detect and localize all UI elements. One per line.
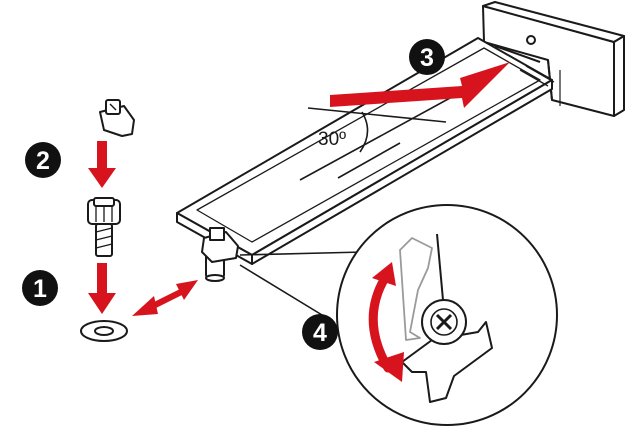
step-number-3: 3 — [420, 44, 434, 72]
angle-indicator — [307, 107, 447, 153]
step-badge-4: 4 — [302, 314, 338, 350]
step-1-arrow — [88, 263, 116, 314]
standoff — [87, 197, 121, 257]
latch-open — [399, 237, 433, 341]
washer — [80, 320, 128, 342]
step-number-4: 4 — [313, 319, 327, 347]
rotate-arrow — [368, 273, 393, 373]
mounting-screw — [99, 99, 135, 137]
cross-icon — [435, 313, 453, 331]
rotate-arrow-head — [374, 352, 404, 382]
magnifier-leader — [239, 251, 365, 319]
insert-arrow — [330, 62, 510, 108]
m2-slot-connector — [482, 1, 625, 117]
angle-label: 30º — [318, 129, 346, 150]
step-badge-2: 2 — [25, 142, 61, 178]
step-number-1: 1 — [33, 275, 47, 303]
step-badge-1: 1 — [22, 270, 58, 306]
step-2-arrow — [88, 141, 116, 188]
standoff-with-latch — [201, 227, 239, 282]
position-double-arrow — [132, 280, 198, 316]
step-badge-3: 3 — [409, 39, 445, 75]
magnified-detail — [336, 204, 558, 426]
step-number-2: 2 — [36, 147, 50, 175]
